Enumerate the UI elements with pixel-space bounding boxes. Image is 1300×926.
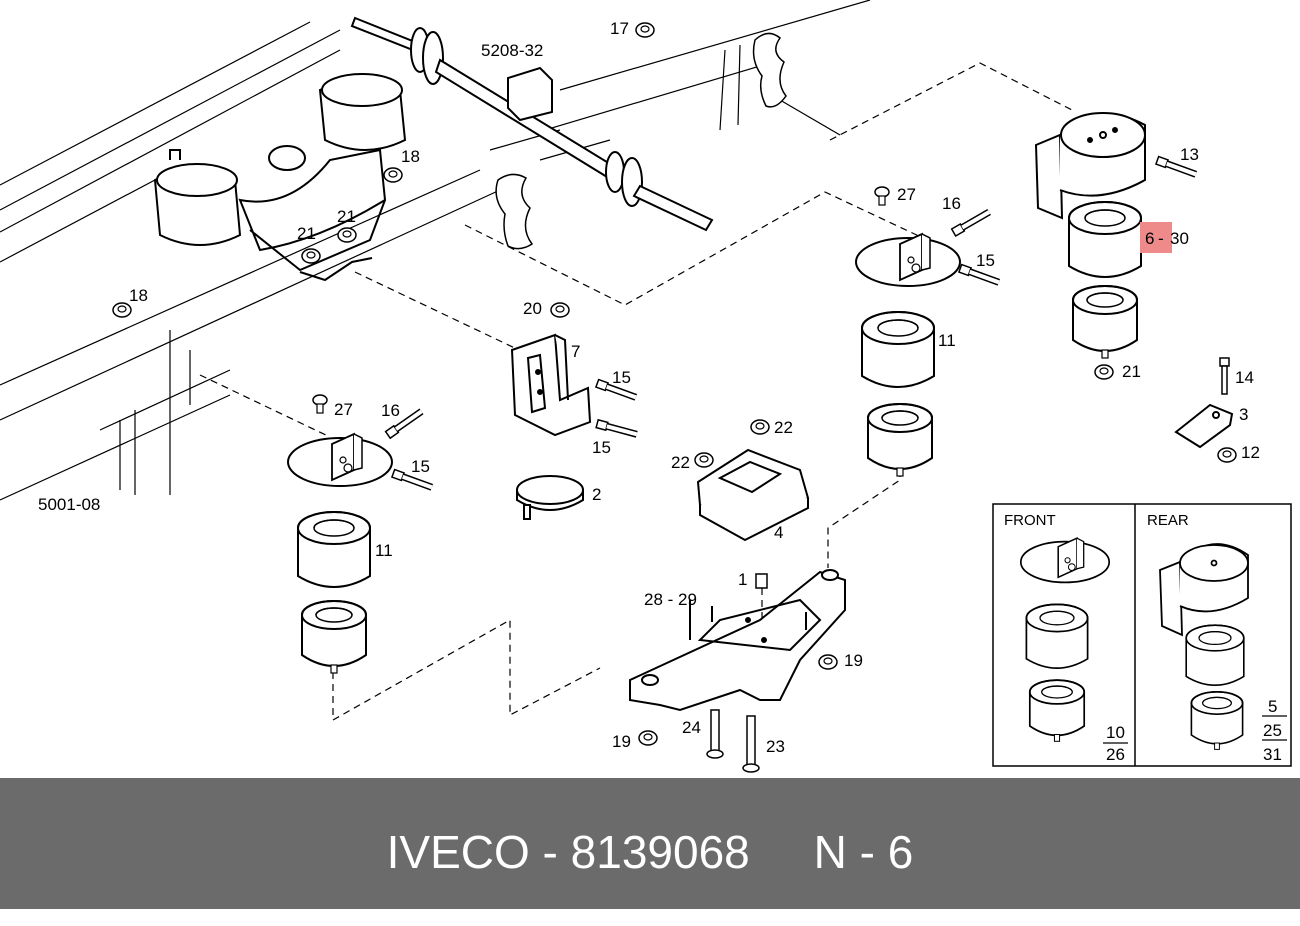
rear-mount-bracket: [1034, 112, 1146, 220]
ref-label-5001-08: 5001-08: [38, 495, 100, 514]
callout-11: 11: [938, 331, 956, 350]
callout-3: 3: [1239, 405, 1248, 424]
inset-rear-bushing: [1185, 624, 1245, 687]
pad-3: [1174, 403, 1234, 449]
part-number: 8139068: [570, 826, 750, 878]
pad-4: [696, 448, 810, 542]
footer-title: IVECO - 8139068 N - 6: [386, 826, 914, 878]
callout-15: 15: [976, 251, 995, 270]
callout-7: 7: [571, 342, 580, 361]
callout-27: 27: [334, 400, 353, 419]
bolts-23-24: [706, 709, 760, 773]
callout-20: 20: [523, 299, 542, 318]
callout-27: 27: [897, 185, 916, 204]
callout-19: 19: [844, 651, 863, 670]
inset-rear-fraction-top: 5: [1268, 697, 1277, 716]
callout-2: 2: [592, 485, 601, 504]
position-code: N - 6: [813, 826, 914, 878]
callout-4: 4: [774, 523, 783, 542]
callout-30: 30: [1170, 229, 1189, 248]
callout-28-29: 28 - 29: [644, 590, 697, 609]
callout-6: 6: [1145, 229, 1154, 248]
callout-19: 19: [612, 732, 631, 751]
inset-front-fraction-top: 10: [1106, 723, 1125, 742]
inset-rear-fraction-middle: 25: [1263, 721, 1282, 740]
inset-front-bushing: [1025, 603, 1089, 670]
parts-diagram: 5208-32 5001-08 17 18 21 21 18 27 16 15 …: [0, 0, 1292, 773]
inset-rear-label: REAR: [1147, 512, 1189, 529]
callout-18: 18: [401, 147, 420, 166]
callout-21: 21: [337, 207, 356, 226]
callout-24: 24: [682, 718, 701, 737]
callout-17: 17: [610, 19, 629, 38]
air-spring-assembly: [153, 73, 407, 282]
callout-15: 15: [592, 438, 611, 457]
bolt-14: [1219, 357, 1230, 395]
ref-label-5208-32: 5208-32: [481, 41, 543, 60]
callout-13: 13: [1180, 145, 1199, 164]
callout-22: 22: [671, 453, 690, 472]
chassis-frame: [0, 0, 871, 501]
callout-16: 16: [942, 194, 961, 213]
inset-front-label: FRONT: [1004, 512, 1056, 529]
bracket-7: [510, 333, 592, 437]
highlight-part-6-30: [1140, 222, 1172, 253]
brand-name: IVECO: [386, 826, 530, 878]
callout-23: 23: [766, 737, 785, 756]
inset-rear-bracket: [1159, 543, 1249, 637]
callout-dash: -: [1158, 229, 1164, 248]
crossmember-28-29: [629, 569, 846, 712]
cap-2: [516, 475, 584, 520]
callout-22: 22: [774, 418, 793, 437]
inset-front-fraction-bottom: 26: [1106, 745, 1125, 764]
callout-12: 12: [1241, 443, 1260, 462]
callout-15: 15: [411, 457, 430, 476]
inset-rear-fraction-bottom: 31: [1263, 745, 1282, 764]
callout-11: 11: [375, 541, 393, 560]
callout-16: 16: [381, 401, 400, 420]
callout-15: 15: [612, 368, 631, 387]
axle-shaft: [350, 16, 714, 232]
inset-box: FRONT REAR 10 26 5 25 31: [992, 503, 1292, 767]
callout-18: 18: [129, 286, 148, 305]
frame-break-marks: [495, 32, 787, 250]
callout-14: 14: [1235, 368, 1254, 387]
footer-banner: IVECO - 8139068 N - 6: [0, 778, 1300, 909]
callout-21: 21: [1122, 362, 1141, 381]
callout-1: 1: [738, 570, 747, 589]
bushing-1: [755, 573, 768, 589]
callout-21: 21: [297, 224, 316, 243]
